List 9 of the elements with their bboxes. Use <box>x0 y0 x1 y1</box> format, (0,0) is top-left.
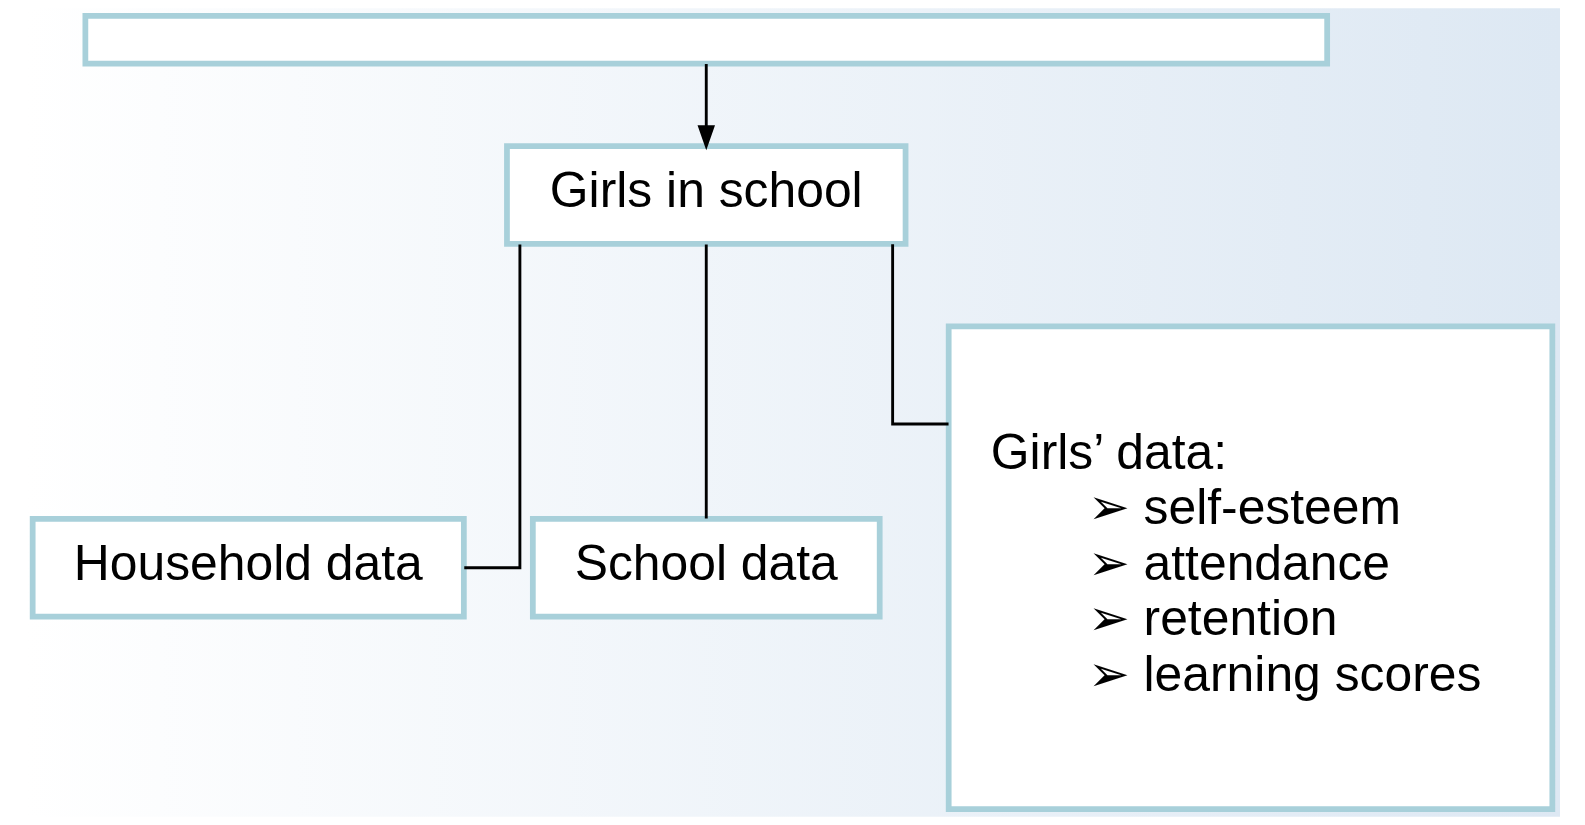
arrow <box>697 64 715 151</box>
connector <box>464 244 522 570</box>
connector <box>891 244 949 426</box>
node-box: Girls’ data: ➢ self-esteem ➢ attendance ➢ retention ➢ learning scores <box>945 323 1556 813</box>
node-box: School data <box>529 516 883 620</box>
node-box <box>82 12 1331 67</box>
node-box: Household data <box>29 516 467 620</box>
node-box: Girls in school <box>504 143 909 247</box>
connector <box>704 244 708 519</box>
